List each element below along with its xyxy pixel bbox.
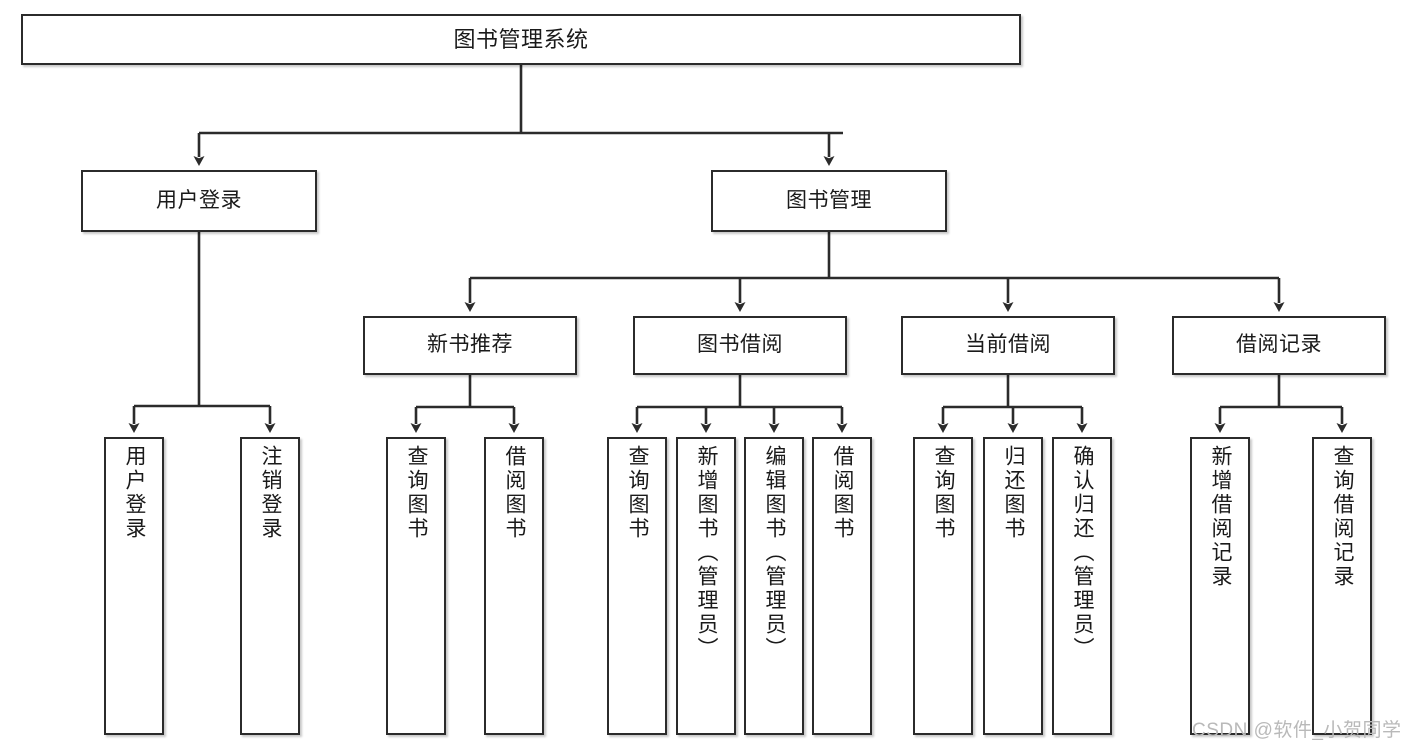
node-borrow-record[interactable]: 借阅记录: [1172, 316, 1386, 375]
node-leaf-confirm-return-label: 确认归还（管理员）: [1071, 445, 1095, 661]
node-new-book-rec[interactable]: 新书推荐: [363, 316, 577, 375]
node-leaf-return-book-label: 归还图书: [1002, 445, 1026, 541]
node-leaf-query-book-2-label: 查询图书: [626, 445, 650, 541]
node-user-login-label: 用户登录: [156, 188, 242, 212]
node-leaf-query-book-1-label: 查询图书: [405, 445, 429, 541]
node-leaf-add-book-label: 新增图书（管理员）: [695, 445, 719, 661]
node-leaf-user-login-label: 用户登录: [123, 445, 147, 541]
node-leaf-query-book-3-label: 查询图书: [932, 445, 956, 541]
node-leaf-user-login[interactable]: 用户登录: [104, 437, 164, 735]
node-book-manage[interactable]: 图书管理: [711, 170, 947, 232]
node-leaf-return-book[interactable]: 归还图书: [983, 437, 1043, 735]
node-borrow-record-label: 借阅记录: [1236, 333, 1322, 357]
node-leaf-add-record-label: 新增借阅记录: [1209, 445, 1233, 589]
node-leaf-borrow-book-1-label: 借阅图书: [503, 445, 527, 541]
node-leaf-query-record[interactable]: 查询借阅记录: [1312, 437, 1372, 735]
node-leaf-borrow-book-1[interactable]: 借阅图书: [484, 437, 544, 735]
node-book-borrow-label: 图书借阅: [697, 333, 783, 357]
node-leaf-query-book-3[interactable]: 查询图书: [913, 437, 973, 735]
node-leaf-query-book-1[interactable]: 查询图书: [386, 437, 446, 735]
node-root-label: 图书管理系统: [453, 26, 589, 52]
node-book-borrow[interactable]: 图书借阅: [633, 316, 847, 375]
node-leaf-logout-label: 注销登录: [259, 445, 283, 541]
node-leaf-add-record[interactable]: 新增借阅记录: [1190, 437, 1250, 735]
node-leaf-add-book[interactable]: 新增图书（管理员）: [676, 437, 736, 735]
node-leaf-edit-book-label: 编辑图书（管理员）: [763, 445, 787, 661]
node-book-manage-label: 图书管理: [786, 188, 872, 212]
node-leaf-confirm-return[interactable]: 确认归还（管理员）: [1052, 437, 1112, 735]
node-user-login[interactable]: 用户登录: [81, 170, 317, 232]
node-new-book-rec-label: 新书推荐: [427, 333, 513, 357]
node-root[interactable]: 图书管理系统: [21, 14, 1021, 65]
node-current-borrow[interactable]: 当前借阅: [901, 316, 1115, 375]
node-leaf-query-book-2[interactable]: 查询图书: [607, 437, 667, 735]
node-leaf-borrow-book-2-label: 借阅图书: [831, 445, 855, 541]
node-leaf-edit-book[interactable]: 编辑图书（管理员）: [744, 437, 804, 735]
node-current-borrow-label: 当前借阅: [965, 333, 1051, 357]
node-leaf-query-record-label: 查询借阅记录: [1331, 445, 1355, 589]
node-leaf-logout[interactable]: 注销登录: [240, 437, 300, 735]
node-leaf-borrow-book-2[interactable]: 借阅图书: [812, 437, 872, 735]
watermark: CSDN @软件_小贺同学: [1192, 720, 1402, 741]
